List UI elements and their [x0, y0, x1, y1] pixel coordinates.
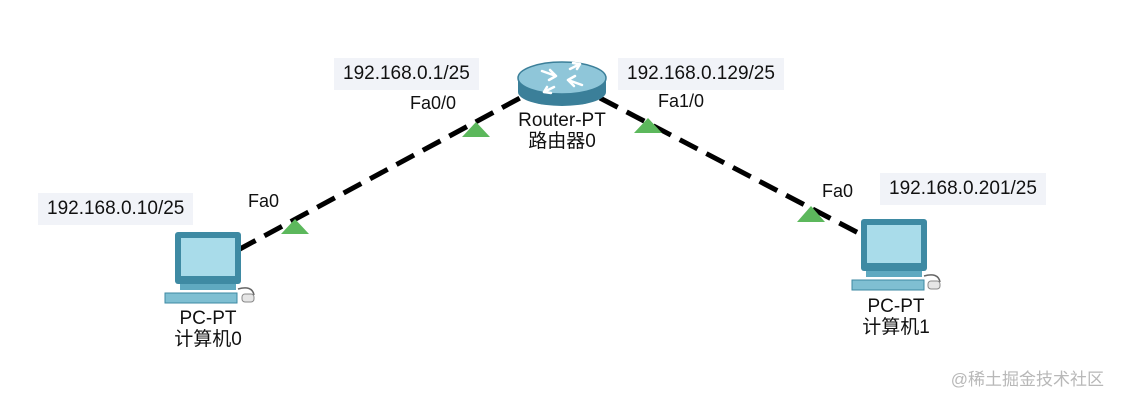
- ip-label-router-fa00: 192.168.0.1/25: [334, 58, 479, 90]
- port-label-pc0: Fa0: [248, 191, 280, 211]
- pc0-name: 计算机0: [174, 329, 242, 350]
- watermark: @稀土掘金技术社区: [950, 370, 1104, 389]
- pc1-label: PC-PT 计算机1: [846, 296, 946, 338]
- pc1-name: 计算机1: [862, 317, 930, 338]
- router-model: Router-PT: [518, 110, 606, 131]
- pc0-label: PC-PT 计算机0: [158, 308, 258, 350]
- ip-label-router-fa10: 192.168.0.129/25: [618, 58, 784, 90]
- pc1-computer-icon[interactable]: [851, 219, 941, 291]
- port-status-pc0-fa0: [281, 219, 309, 234]
- link-pc0-router[interactable]: [236, 95, 522, 253]
- pc0-model: PC-PT: [179, 308, 237, 329]
- ip-label-pc1: 192.168.0.201/25: [880, 173, 1046, 205]
- pc0-computer-icon[interactable]: [164, 232, 255, 304]
- router-name: 路由器0: [528, 131, 596, 152]
- pc1-model: PC-PT: [867, 296, 925, 317]
- port-status-router-fa10: [634, 118, 662, 133]
- router-icon[interactable]: [517, 61, 607, 106]
- router-label: Router-PT 路由器0: [507, 110, 617, 152]
- port-label-pc1: Fa0: [822, 181, 854, 201]
- port-label-router-fa10: Fa1/0: [658, 91, 705, 111]
- port-status-pc1-fa0: [797, 206, 825, 222]
- ip-label-pc0: 192.168.0.10/25: [38, 193, 194, 225]
- port-label-router-fa00: Fa0/0: [410, 93, 457, 113]
- link-router-pc1[interactable]: [598, 95, 870, 241]
- port-status-router-fa00: [462, 122, 490, 137]
